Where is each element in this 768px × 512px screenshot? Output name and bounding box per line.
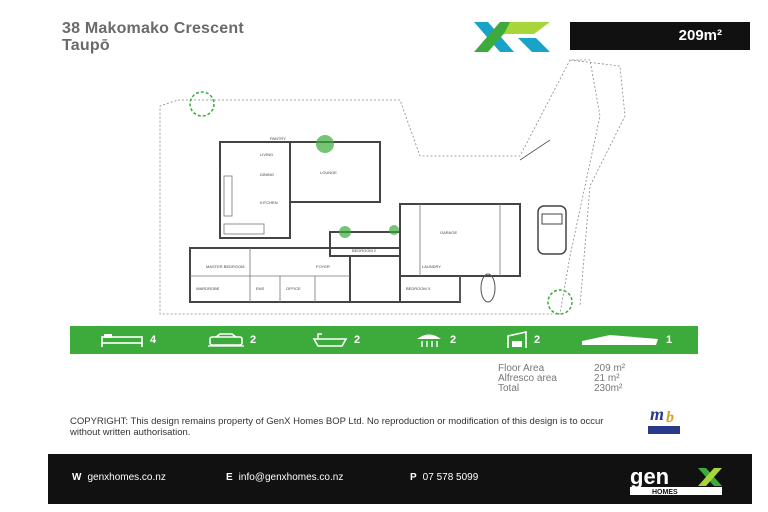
car-count: 2	[250, 334, 257, 346]
room-ens: ENS	[256, 286, 265, 291]
footer-phone[interactable]: P 07 578 5099	[410, 472, 478, 483]
room-master: MASTER BEDROOM	[206, 264, 244, 269]
feature-cars: 2	[208, 330, 256, 350]
alfresco-area-value: 21 m²	[594, 373, 620, 384]
email-link[interactable]: info@genxhomes.co.nz	[238, 472, 344, 483]
garage-icon	[507, 331, 527, 348]
alfresco-area-label: Alfresco area	[498, 373, 557, 384]
room-laundry: LAUNDRY	[422, 264, 441, 269]
master-builders-logo: m b	[644, 400, 684, 436]
feature-living: 1	[580, 330, 672, 350]
genx-homes-logo: gen HOMES	[630, 464, 722, 496]
room-bedroom2: BEDROOM 2	[352, 248, 377, 253]
living-icon	[582, 335, 658, 345]
total-area-label: Total	[498, 383, 520, 394]
svg-text:m: m	[650, 404, 664, 424]
genx-x-logo	[474, 22, 550, 52]
room-pantry: PANTRY	[270, 136, 286, 141]
web-prefix: W	[72, 472, 82, 483]
floor-area-label: Floor Area	[498, 363, 545, 374]
floor-area-badge: 209m²	[570, 22, 750, 50]
room-office: OFFICE	[286, 286, 301, 291]
room-lounge: LOUNGE	[320, 170, 337, 175]
living-count: 1	[666, 334, 673, 346]
svg-text:b: b	[666, 409, 674, 426]
floor-plan: LIVING DINING LOUNGE PANTRY KITCHEN MAST…	[159, 59, 626, 315]
email-prefix: E	[226, 472, 233, 483]
copyright-notice: COPYRIGHT: This design remains property …	[70, 416, 604, 438]
garage-count: 2	[534, 334, 541, 346]
bath-icon	[312, 333, 348, 347]
bedroom-count: 4	[150, 334, 157, 346]
address-town: Taupō	[62, 37, 110, 54]
area-summary: Floor Area 209 m² Alfresco area 21 m² Tota…	[498, 364, 625, 394]
room-garage: GARAGE	[440, 230, 457, 235]
phone-prefix: P	[410, 472, 417, 483]
total-area-value: 230m²	[594, 383, 623, 394]
website-link[interactable]: genxhomes.co.nz	[87, 472, 166, 483]
shower-count: 2	[450, 334, 457, 346]
room-dining: DINING	[260, 172, 274, 177]
bathroom-count: 2	[354, 334, 361, 346]
property-address: 38 Makomako Crescent Taupō	[62, 20, 244, 54]
svg-text:HOMES: HOMES	[652, 489, 678, 496]
room-kitchen: KITCHEN	[260, 200, 278, 205]
address-street: 38 Makomako Crescent	[62, 20, 244, 37]
feature-bathrooms: 2	[312, 330, 360, 350]
features-bar: 4 2 2 2 2 1	[70, 326, 698, 354]
room-bedroom3: BEDROOM 3	[406, 286, 431, 291]
phone-number[interactable]: 07 578 5099	[422, 472, 479, 483]
bed-icon	[101, 334, 143, 347]
room-living: LIVING	[260, 152, 273, 157]
car-icon	[208, 333, 244, 347]
feature-showers: 2	[414, 330, 456, 350]
shower-icon	[417, 334, 441, 347]
feature-garages: 2	[506, 330, 540, 350]
room-foyer: FOYER	[316, 264, 330, 269]
floor-area-value: 209 m²	[594, 363, 626, 374]
svg-text:gen: gen	[630, 464, 669, 489]
room-wardrobe: WARDROBE	[196, 286, 220, 291]
feature-bedrooms: 4	[100, 330, 156, 350]
